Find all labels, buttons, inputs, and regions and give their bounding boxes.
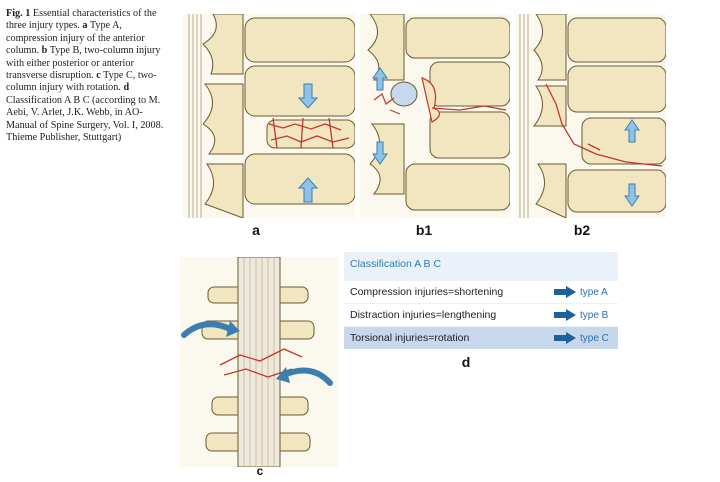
illustration-type-a xyxy=(183,14,355,218)
arrow-right-icon xyxy=(554,286,576,298)
illustration-type-b1 xyxy=(360,14,510,218)
caption-d-text: Classification A B C (according to M. Ae… xyxy=(6,94,164,144)
classification-title: Classification A B C xyxy=(350,258,442,270)
caption-fig-label: Fig. 1 xyxy=(6,8,31,19)
panel-label-b2: b2 xyxy=(573,222,591,238)
caption-d-label: d xyxy=(123,82,130,94)
row-label: Distraction injuries=lengthening xyxy=(350,309,497,321)
row-type: type B xyxy=(580,309,609,321)
panel-label-a: a xyxy=(252,222,260,238)
arrow-right-icon xyxy=(554,309,576,321)
row-type: type A xyxy=(580,286,608,298)
caption-a-text: Type A, compression injury of the anteri… xyxy=(6,20,145,57)
panel-label-b1: b1 xyxy=(415,222,433,238)
figure-caption: Fig. 1 Essential characteristics of the … xyxy=(6,8,168,144)
caption-b-text: Type B, two-column injury with either po… xyxy=(6,45,161,82)
caption-intro: Essential characteristics of the three i… xyxy=(6,8,157,32)
panel-label-c: c xyxy=(256,464,264,478)
classification-row: Distraction injuries=lengthening type B xyxy=(344,304,618,326)
caption-c-label: c xyxy=(96,70,101,82)
illustration-type-b2 xyxy=(516,14,666,218)
classification-row: Compression injuries=shortening type A xyxy=(344,281,618,303)
caption-b-label: b xyxy=(41,45,48,57)
arrow-right-icon xyxy=(554,332,576,344)
panel-label-d: d xyxy=(461,354,471,370)
caption-a-label: a xyxy=(82,20,88,32)
row-label: Torsional injuries=rotation xyxy=(350,332,470,344)
illustration-type-c xyxy=(180,257,338,467)
classification-row: Torsional injuries=rotation type C xyxy=(344,327,618,349)
classification-table: Classification A B C Compression injurie… xyxy=(344,252,618,349)
caption-c-text: Type C, two-column injury with rotation. xyxy=(6,70,157,94)
row-type: type C xyxy=(580,332,609,344)
row-label: Compression injuries=shortening xyxy=(350,286,504,298)
